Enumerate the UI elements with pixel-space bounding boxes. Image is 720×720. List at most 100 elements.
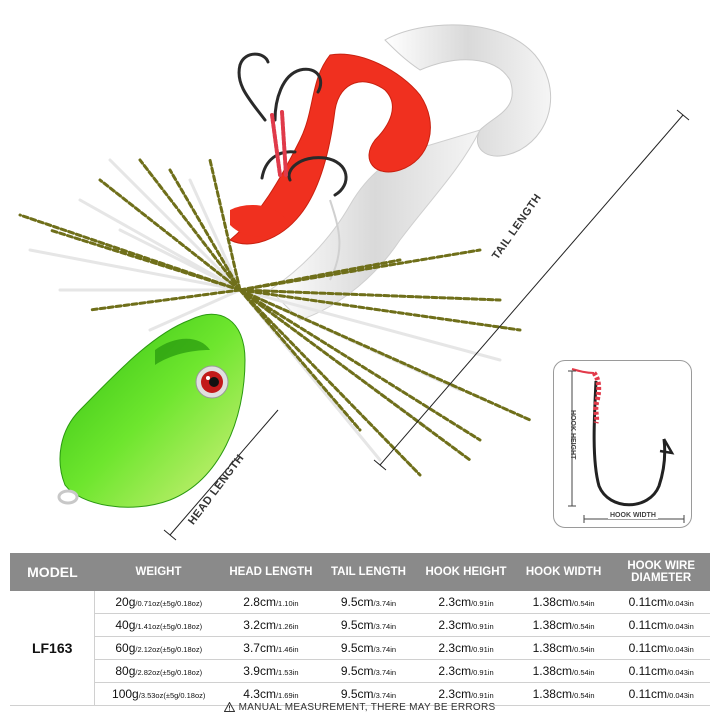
tail-imperial: /3.74in: [373, 668, 397, 677]
head-imperial: /1.26in: [275, 622, 299, 631]
hook-height-imperial: /0.91in: [471, 599, 494, 608]
hook-width-label: HOOK WIDTH: [608, 512, 658, 519]
hook-height-cell: 2.3cm/0.91in: [417, 682, 515, 706]
tail-cell: 9.5cm/3.74in: [319, 636, 418, 660]
head-cell: 2.8cm/1.10in: [222, 591, 320, 614]
tail-cell: 9.5cm/3.74in: [319, 659, 418, 683]
weight-cell: 100g/3.53oz(±5g/0.18oz): [94, 682, 223, 706]
header-hook-height: HOOK HEIGHT: [417, 553, 515, 591]
hook-width-imperial: /0.54in: [571, 599, 595, 608]
hook-width-value: 1.38cm: [532, 618, 572, 632]
wire-diameter-imperial: /0.043in: [667, 691, 694, 700]
tail-value: 9.5cm: [340, 664, 374, 678]
weight-cell: 60g/2.12oz(±5g/0.18oz): [94, 636, 223, 660]
hook-height-imperial: /0.91in: [471, 645, 494, 654]
wire-diameter-value: 0.11cm: [628, 618, 668, 632]
tail-cell: 9.5cm/3.74in: [319, 591, 418, 614]
wire-diameter-imperial: /0.043in: [667, 645, 694, 654]
weight-value: 100g: [112, 687, 139, 701]
head-imperial: /1.10in: [275, 599, 299, 608]
disclaimer-text: MANUAL MEASUREMENT, THERE MAY BE ERRORS: [238, 702, 496, 713]
head-imperial: /1.46in: [275, 645, 299, 654]
wire-diameter-imperial: /0.043in: [667, 668, 694, 677]
weight-value: 80g: [115, 664, 136, 678]
disclaimer-footer: MANUAL MEASUREMENT, THERE MAY BE ERRORS: [0, 702, 720, 713]
tail-dimension-line: [373, 109, 690, 471]
head-cell: 4.3cm/1.69in: [222, 682, 320, 706]
hook-width-imperial: /0.54in: [571, 622, 595, 631]
spec-table: MODEL WEIGHT HEAD LENGTH TAIL LENGTH HOO…: [10, 553, 710, 706]
header-hook-width: HOOK WIDTH: [514, 553, 613, 591]
hook-height-cell: 2.3cm/0.91in: [417, 659, 515, 683]
head-imperial: /1.53in: [275, 668, 299, 677]
hook-height-imperial: /0.91in: [471, 622, 494, 631]
hook-width-cell: 1.38cm/0.54in: [514, 659, 613, 683]
hook-height-cell: 2.3cm/0.91in: [417, 636, 515, 660]
hook-width-imperial: /0.54in: [571, 645, 595, 654]
tail-imperial: /3.74in: [373, 645, 397, 654]
tail-imperial: /3.74in: [373, 691, 397, 700]
hook-height-cell: 2.3cm/0.91in: [417, 591, 515, 614]
hook-height-label: HOOK HEIGHT: [569, 410, 576, 460]
header-weight: WEIGHT: [94, 553, 223, 591]
head-imperial: /1.69in: [275, 691, 299, 700]
jig-head: [57, 313, 246, 508]
header-model: MODEL: [10, 553, 95, 591]
warning-icon: [224, 702, 236, 713]
head-value: 4.3cm: [243, 687, 276, 701]
header-head-length: HEAD LENGTH: [222, 553, 320, 591]
hook-height-value: 2.3cm: [438, 687, 472, 701]
wire-diameter-cell: 0.11cm/0.043in: [612, 591, 710, 614]
hook-width-cell: 1.38cm/0.54in: [514, 682, 613, 706]
weight-imperial: /2.82oz(±5g/0.18oz): [135, 668, 203, 677]
hook-width-cell: 1.38cm/0.54in: [514, 591, 613, 614]
weight-value: 20g: [115, 595, 136, 609]
lure-illustration: [18, 24, 690, 541]
head-value: 3.2cm: [243, 618, 276, 632]
tail-value: 9.5cm: [340, 595, 374, 609]
weight-imperial: /2.12oz(±5g/0.18oz): [135, 645, 203, 654]
tail-imperial: /3.74in: [373, 622, 397, 631]
hook-height-value: 2.3cm: [438, 618, 472, 632]
hook-height-imperial: /0.91in: [471, 691, 494, 700]
weight-cell: 80g/2.82oz(±5g/0.18oz): [94, 659, 223, 683]
wire-diameter-value: 0.11cm: [628, 664, 668, 678]
weight-imperial: /1.41oz(±5g/0.18oz): [135, 622, 203, 631]
head-value: 3.9cm: [243, 664, 276, 678]
tail-cell: 9.5cm/3.74in: [319, 613, 418, 637]
wire-diameter-value: 0.11cm: [628, 595, 668, 609]
weight-imperial: /3.53oz(±5g/0.18oz): [138, 691, 206, 700]
wire-diameter-cell: 0.11cm/0.043in: [612, 613, 710, 637]
hook-icon: [568, 368, 685, 523]
weight-imperial: /0.71oz(±5g/0.18oz): [135, 599, 203, 608]
hook-detail-inset: [553, 360, 692, 528]
wire-diameter-cell: 0.11cm/0.043in: [612, 682, 710, 706]
hook-height-value: 2.3cm: [438, 664, 472, 678]
hook-width-cell: 1.38cm/0.54in: [514, 613, 613, 637]
weight-value: 40g: [115, 618, 136, 632]
wire-diameter-cell: 0.11cm/0.043in: [612, 636, 710, 660]
hook-height-value: 2.3cm: [438, 595, 472, 609]
hook-height-cell: 2.3cm/0.91in: [417, 613, 515, 637]
wire-diameter-value: 0.11cm: [628, 641, 668, 655]
weight-value: 60g: [115, 641, 136, 655]
hook-width-value: 1.38cm: [532, 687, 572, 701]
hook-width-cell: 1.38cm/0.54in: [514, 636, 613, 660]
tail-value: 9.5cm: [340, 687, 374, 701]
wire-diameter-imperial: /0.043in: [667, 622, 694, 631]
table-header-row: MODEL WEIGHT HEAD LENGTH TAIL LENGTH HOO…: [10, 553, 710, 591]
head-value: 2.8cm: [243, 595, 276, 609]
head-dimension-line: [163, 409, 279, 541]
tail-cell: 9.5cm/3.74in: [319, 682, 418, 706]
red-tail: [229, 53, 431, 245]
hook-width-imperial: /0.54in: [571, 691, 595, 700]
weight-cell: 40g/1.41oz(±5g/0.18oz): [94, 613, 223, 637]
head-cell: 3.2cm/1.26in: [222, 613, 320, 637]
tail-value: 9.5cm: [340, 618, 374, 632]
head-cell: 3.7cm/1.46in: [222, 636, 320, 660]
